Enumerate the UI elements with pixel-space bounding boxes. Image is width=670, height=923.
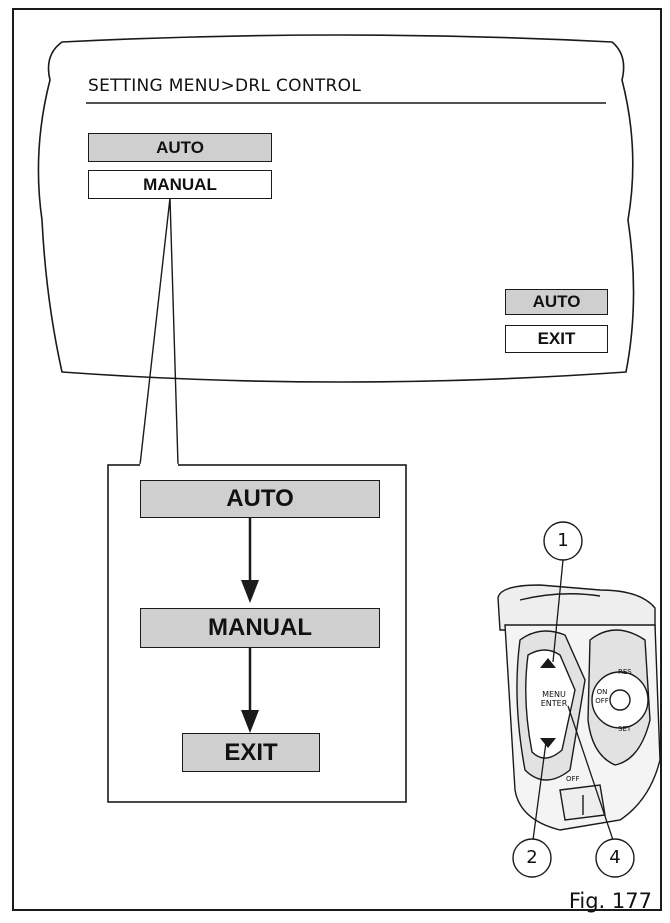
handlebar-controller [497, 584, 661, 831]
display-outline [37, 34, 635, 383]
flow-step-manual: MANUAL [140, 608, 380, 648]
set-label: SET [618, 725, 632, 733]
side-item-exit: EXIT [505, 325, 608, 353]
leader-1 [552, 559, 564, 663]
res-label: RES [618, 668, 632, 676]
side-item-auto: AUTO [505, 289, 608, 315]
figure-frame [12, 8, 662, 911]
flow-step-auto: AUTO [140, 480, 380, 518]
leader-2 [532, 741, 547, 841]
callout-1: 1 [557, 530, 569, 551]
menu-enter-label: MENU ENTER [540, 690, 568, 708]
menu-item-auto: AUTO [88, 133, 272, 162]
zoom-callout-lines [139, 197, 179, 466]
callout-2: 2 [526, 847, 538, 868]
menu-item-manual: MANUAL [88, 170, 272, 199]
callout-4: 4 [609, 847, 621, 868]
figure-label: Fig. 177 [568, 889, 652, 913]
on-off-label: ON OFF [595, 688, 609, 705]
callout-4-circle [595, 838, 635, 878]
callout-2-circle [512, 838, 552, 878]
flow-arrow-1 [241, 518, 259, 603]
off-label: OFF [566, 775, 580, 783]
flow-step-exit: EXIT [182, 733, 320, 772]
callout-1-circle [543, 521, 583, 561]
up-arrow-icon [540, 658, 556, 668]
display-title: SETTING MENU>DRL CONTROL [88, 76, 362, 96]
leader-4 [567, 705, 614, 841]
down-arrow-icon [540, 738, 556, 748]
flow-arrow-2 [241, 648, 259, 733]
